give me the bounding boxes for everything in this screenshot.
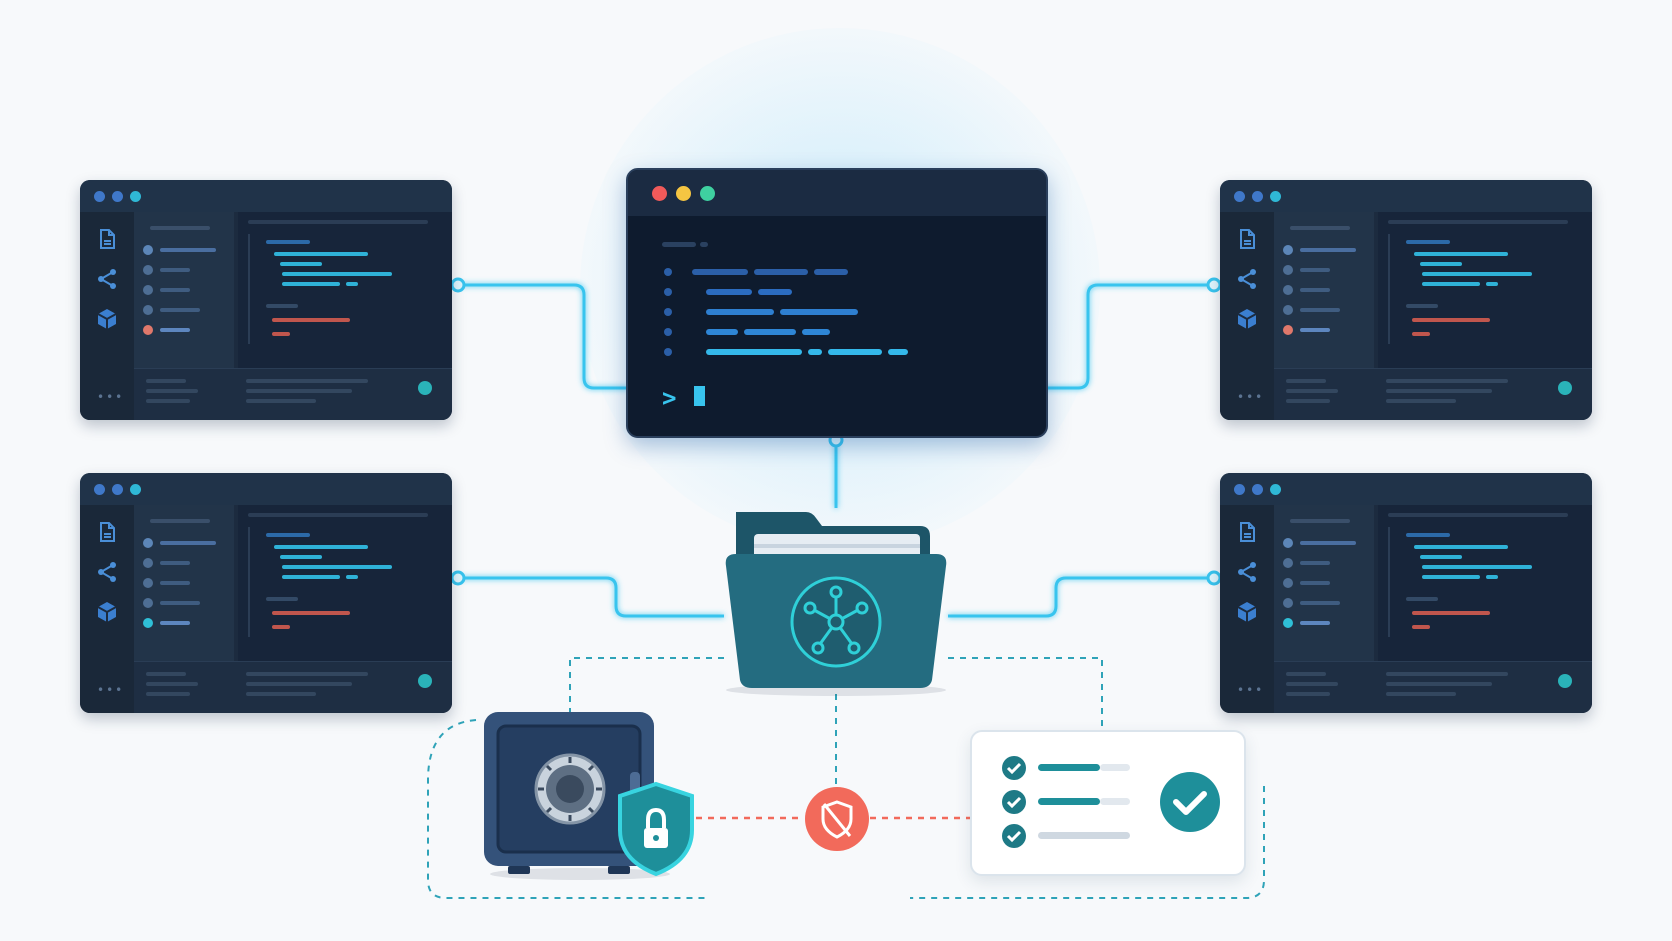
status-panel bbox=[134, 368, 452, 420]
window-dot bbox=[130, 484, 141, 495]
code-pane bbox=[238, 212, 452, 368]
terminal-titlebar bbox=[628, 170, 1046, 216]
activity-rail: ••• bbox=[1220, 505, 1274, 713]
more-icon: ••• bbox=[97, 683, 125, 697]
window-titlebar bbox=[80, 180, 452, 212]
node-dot bbox=[450, 570, 466, 586]
safe-icon bbox=[484, 712, 694, 880]
shield-lock-icon bbox=[618, 781, 694, 877]
share-icon bbox=[98, 562, 116, 582]
activity-rail: ••• bbox=[80, 505, 134, 713]
window-dot bbox=[112, 191, 123, 202]
minimize-dot bbox=[676, 186, 691, 201]
code-pane bbox=[1378, 212, 1592, 368]
package-icon bbox=[97, 602, 117, 622]
share-icon bbox=[1238, 562, 1256, 582]
more-icon: ••• bbox=[1237, 390, 1265, 404]
file-icon bbox=[100, 522, 115, 542]
editor-window-bottom-right: ••• bbox=[1220, 473, 1592, 713]
wire-bottom-right bbox=[948, 576, 1214, 618]
package-icon bbox=[1237, 309, 1257, 329]
window-titlebar bbox=[1220, 473, 1592, 505]
dashed-link-folder-card bbox=[948, 657, 1103, 730]
dashed-outline-left bbox=[427, 719, 710, 899]
window-titlebar bbox=[1220, 180, 1592, 212]
central-terminal-window: > bbox=[626, 168, 1048, 438]
network-hub-icon bbox=[790, 576, 882, 668]
dashed-outline-right bbox=[910, 786, 1265, 899]
window-dot bbox=[1270, 191, 1281, 202]
status-indicator bbox=[418, 381, 432, 395]
node-dot bbox=[450, 277, 466, 293]
status-panel bbox=[1274, 661, 1592, 713]
status-panel bbox=[134, 661, 452, 713]
file-icon bbox=[1240, 522, 1255, 542]
node-dot bbox=[1206, 570, 1222, 586]
checklist-card bbox=[970, 730, 1246, 876]
editor-window-bottom-left: ••• bbox=[80, 473, 452, 713]
check-circle-icon bbox=[1160, 772, 1220, 832]
activity-rail: ••• bbox=[1220, 212, 1274, 420]
window-dot bbox=[1252, 484, 1263, 495]
activity-rail: ••• bbox=[80, 212, 134, 420]
package-icon bbox=[1237, 602, 1257, 622]
window-dot bbox=[130, 191, 141, 202]
file-icon bbox=[100, 229, 115, 249]
shield-off-icon bbox=[805, 787, 869, 851]
window-dot bbox=[1252, 191, 1263, 202]
file-list bbox=[1274, 212, 1374, 368]
editor-window-top-left: ••• bbox=[80, 180, 452, 420]
code-pane bbox=[238, 505, 452, 661]
share-icon bbox=[1238, 269, 1256, 289]
window-dot bbox=[94, 484, 105, 495]
editor-window-top-right: ••• bbox=[1220, 180, 1592, 420]
more-icon: ••• bbox=[1237, 683, 1265, 697]
combination-dial bbox=[534, 753, 606, 825]
window-dot bbox=[112, 484, 123, 495]
node-dot bbox=[1206, 277, 1222, 293]
window-dot bbox=[1234, 484, 1245, 495]
terminal-output bbox=[662, 242, 908, 356]
file-list bbox=[134, 505, 234, 661]
window-dot bbox=[1270, 484, 1281, 495]
status-indicator bbox=[418, 674, 432, 688]
file-icon bbox=[1240, 229, 1255, 249]
prompt-symbol: > bbox=[662, 384, 677, 412]
code-pane bbox=[1378, 505, 1592, 661]
wire-top-right bbox=[1042, 283, 1214, 390]
dashed-link-folder-safe bbox=[569, 657, 724, 714]
share-icon bbox=[98, 269, 116, 289]
package-icon bbox=[97, 309, 117, 329]
terminal-cursor bbox=[694, 386, 705, 406]
shared-folder-icon bbox=[725, 512, 947, 696]
window-dot bbox=[1234, 191, 1245, 202]
wire-top-left bbox=[458, 283, 628, 390]
window-titlebar bbox=[80, 473, 452, 505]
window-dot bbox=[94, 191, 105, 202]
maximize-dot bbox=[700, 186, 715, 201]
status-panel bbox=[1274, 368, 1592, 420]
status-indicator bbox=[1558, 674, 1572, 688]
status-indicator bbox=[1558, 381, 1572, 395]
close-dot bbox=[652, 186, 667, 201]
checklist-icon bbox=[1002, 756, 1220, 848]
file-list bbox=[134, 212, 234, 368]
more-icon: ••• bbox=[97, 390, 125, 404]
wire-bottom-left bbox=[458, 576, 724, 618]
file-list bbox=[1274, 505, 1374, 661]
